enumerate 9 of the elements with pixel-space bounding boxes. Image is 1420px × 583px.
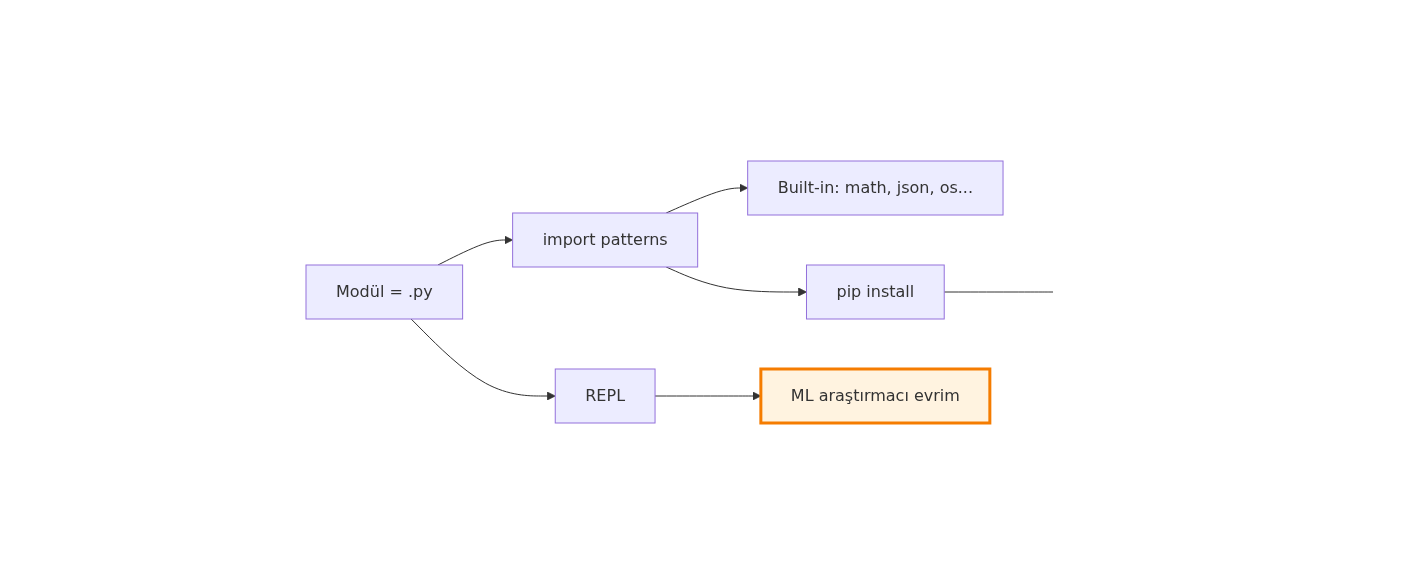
arrow: [411, 318, 557, 400]
arrow: [666, 266, 808, 296]
node-box: import patterns: [512, 212, 699, 267]
node-box: Modül = .py: [306, 264, 464, 319]
node-box: REPL: [555, 368, 657, 423]
arrow: [655, 391, 762, 400]
node-box: pip install: [806, 264, 946, 319]
node-box: ML araştırmacı evrim: [759, 367, 992, 424]
node-box: Built-in: math, json, os...: [747, 160, 1004, 215]
